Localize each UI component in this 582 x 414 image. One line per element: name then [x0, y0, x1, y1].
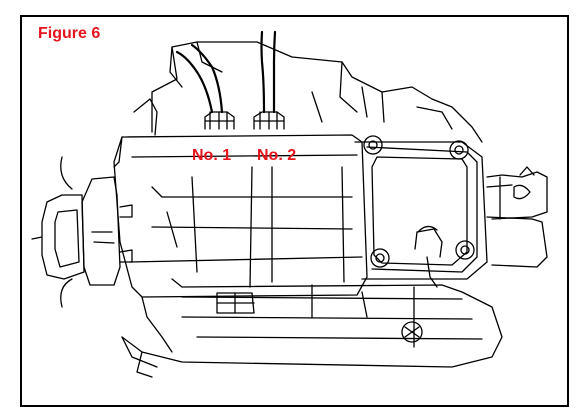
callout-no1-label: No. 1 — [192, 147, 232, 164]
figure-frame: Figure 6 No. 1 No. 2 — [20, 15, 569, 407]
figure-title: Figure 6 — [38, 25, 101, 42]
callout-no2-label: No. 2 — [257, 147, 297, 164]
transmission-illustration — [31, 30, 548, 378]
